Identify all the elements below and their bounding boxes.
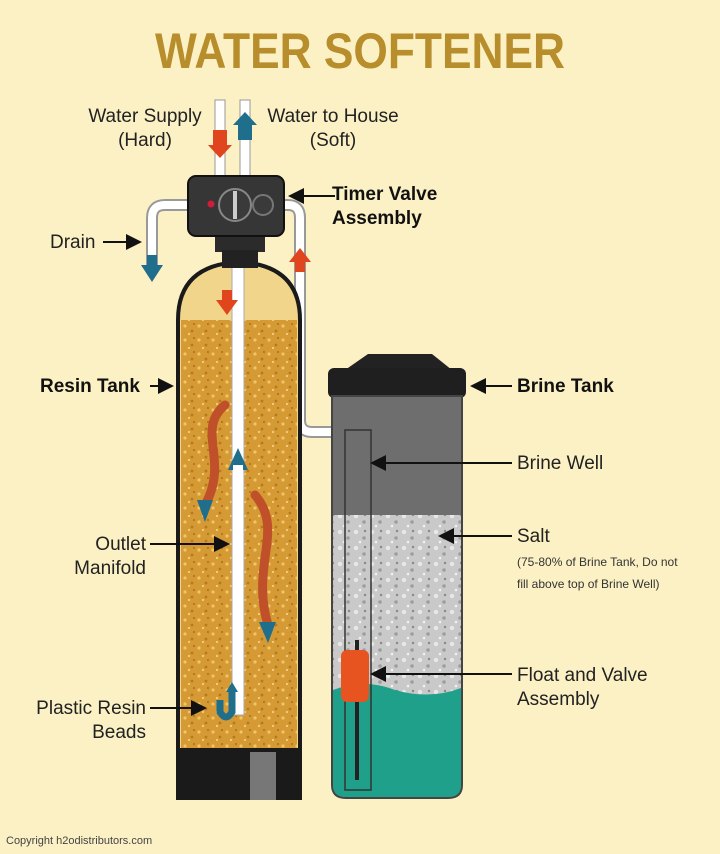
float-valve <box>341 650 369 702</box>
flow-arrow-2 <box>250 490 273 630</box>
tank-base <box>176 748 302 800</box>
leader-lines <box>103 188 512 716</box>
outlet-manifold-pipe <box>231 239 245 716</box>
label-resin-tank: Resin Tank <box>40 376 140 397</box>
brine-tank <box>328 354 466 799</box>
u-turn-arrow-icon <box>216 690 236 721</box>
label-outlet: Outlet <box>95 534 146 555</box>
soft-water-arrow-icon <box>233 112 257 140</box>
brine-well <box>344 429 372 791</box>
supply-pipes <box>208 99 257 181</box>
label-water-to-house: Water to House <box>267 106 398 127</box>
label-float-valve-sub: Assembly <box>517 689 600 710</box>
hard-water-arrow-icon <box>208 130 232 158</box>
up-arrow-icon <box>228 448 248 470</box>
flow-arrow-1 <box>200 400 230 510</box>
timer-valve-assembly <box>187 175 285 268</box>
label-drain: Drain <box>50 232 95 253</box>
label-salt-note-2: fill above top of Brine Well) <box>517 577 660 591</box>
label-timer-valve-sub: Assembly <box>332 208 422 229</box>
label-water-to-house-sub: (Soft) <box>310 130 356 151</box>
copyright: Copyright h2odistributors.com <box>6 835 152 847</box>
drain-arrow-icon <box>141 255 163 282</box>
label-float-valve: Float and Valve <box>517 665 648 686</box>
brine-water <box>333 684 461 797</box>
label-brine-well: Brine Well <box>517 453 603 474</box>
resin-tank <box>176 239 302 800</box>
label-brine-tank: Brine Tank <box>517 376 614 397</box>
label-resin-beads-sub: Beads <box>92 722 146 743</box>
drain-pipe <box>146 199 190 265</box>
label-water-supply-sub: (Hard) <box>118 130 172 151</box>
page-title: WATER SOFTENER <box>155 23 565 79</box>
label-manifold: Manifold <box>74 558 146 579</box>
label-resin-beads: Plastic Resin <box>36 698 146 719</box>
label-timer-valve: Timer Valve <box>332 184 437 205</box>
brine-arrow-icon <box>289 248 311 272</box>
label-water-supply: Water Supply <box>88 106 202 127</box>
label-salt-note-1: (75-80% of Brine Tank, Do not <box>517 555 678 569</box>
label-salt: Salt <box>517 526 550 547</box>
